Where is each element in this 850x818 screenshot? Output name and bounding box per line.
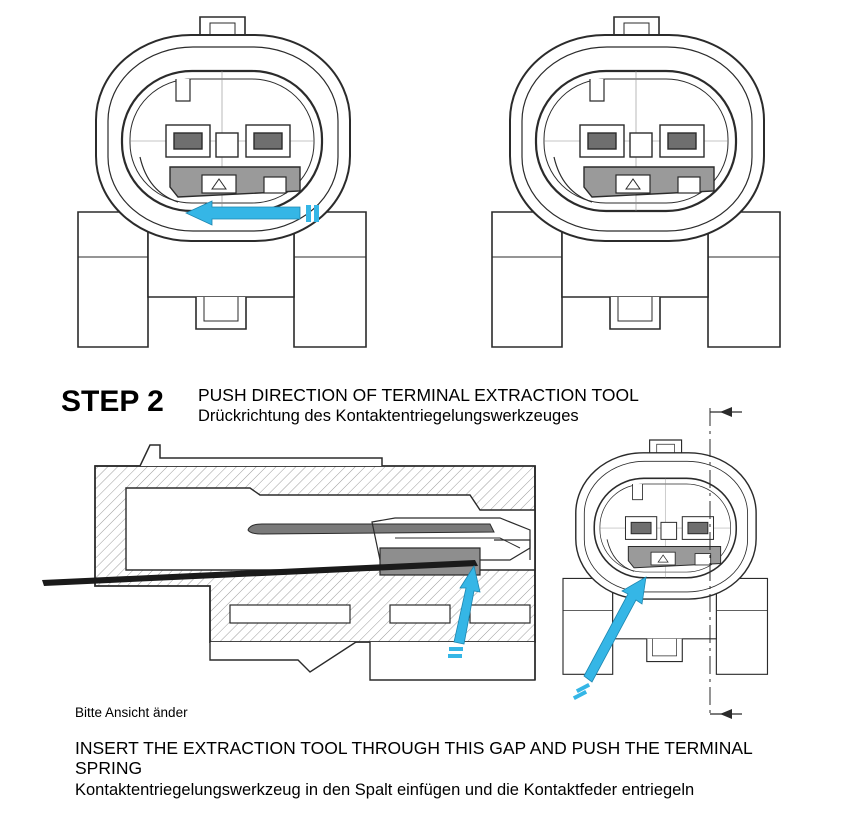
push-direction-caption-de: Drückrichtung des Kontaktentriegelungswe… [198, 407, 579, 425]
view-note: Bitte Ansicht änder [75, 705, 188, 720]
arrow-up-icon [572, 576, 647, 701]
connector-front-view-small [562, 439, 769, 676]
connector-front-view-after [490, 15, 782, 349]
step-title: STEP 2 [61, 385, 164, 418]
push-direction-caption-en: PUSH DIRECTION OF TERMINAL EXTRACTION TO… [198, 385, 639, 405]
connector-side-section [42, 444, 536, 681]
connector-front-view-before [76, 15, 368, 349]
insert-instruction-de: Kontaktentriegelungswerkzeug in den Spal… [75, 781, 695, 799]
insert-instruction-en: INSERT THE EXTRACTION TOOL THROUGH THIS … [75, 738, 753, 778]
arrow-up-icon [448, 564, 481, 658]
arrow-left-icon [185, 200, 319, 226]
section-cut-marker-icon [709, 407, 742, 719]
